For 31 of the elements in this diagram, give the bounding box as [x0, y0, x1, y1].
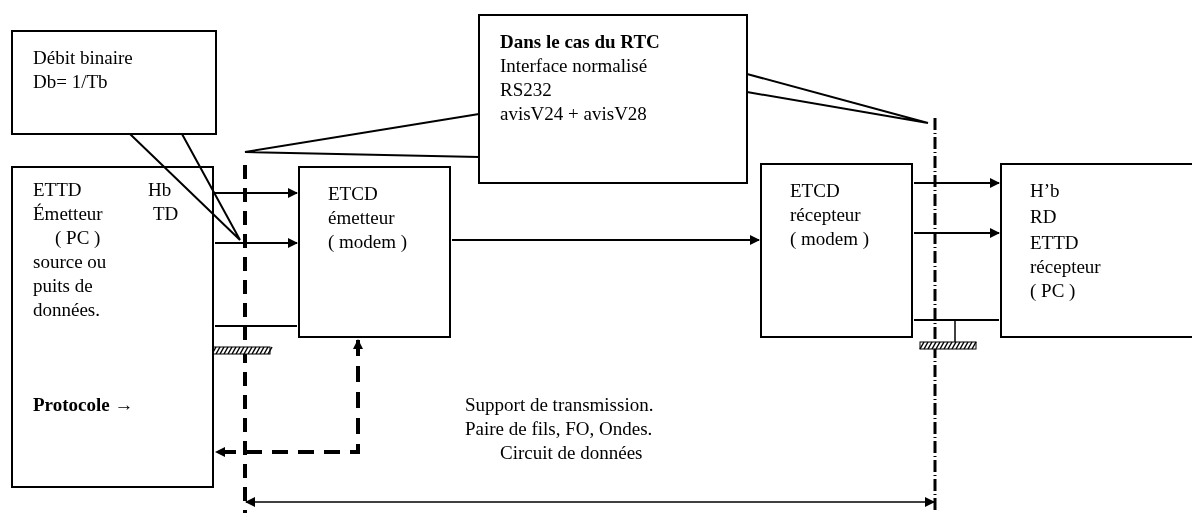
signal-label: Hb [148, 178, 172, 202]
node-text: ( PC ) source ou puits de données. [33, 226, 108, 322]
node-text: ETTD [33, 178, 82, 202]
signal-label: H’b [1030, 179, 1060, 203]
arrow [215, 339, 363, 457]
node-text: Interface normalisé RS232 avisV24 + avisV28 [500, 54, 649, 126]
annotation-text: Support de transmission. Paire de fils, FO, Ondes. [465, 393, 655, 441]
callout-box [11, 30, 217, 135]
node-text: Émetteur [33, 202, 103, 226]
leader-line [129, 133, 241, 241]
dimension-label: Circuit de données [500, 441, 643, 465]
arrow [913, 228, 1000, 238]
node-text: ETTD récepteur ( PC ) [1030, 231, 1102, 303]
arrow [214, 238, 298, 248]
arrow [913, 178, 1000, 188]
process-box [298, 166, 451, 338]
node-text: Protocole → [33, 393, 134, 417]
process-box [760, 163, 913, 338]
arrow [451, 235, 760, 245]
signal-label: RD [1030, 205, 1057, 229]
leader-line [746, 73, 929, 124]
process-box [1000, 163, 1192, 338]
node-text: Débit binaire Db= 1/Tb [33, 46, 134, 94]
signal-label: TD [153, 202, 179, 226]
node-text: ETCD émetteur ( modem ) [328, 182, 409, 254]
node-text: ETCD récepteur ( modem ) [790, 179, 871, 251]
callout-box [478, 14, 748, 184]
arrow [214, 188, 298, 198]
leader-line [244, 113, 480, 158]
process-box [11, 166, 214, 488]
callout-heading: Dans le cas du RTC [500, 30, 660, 54]
